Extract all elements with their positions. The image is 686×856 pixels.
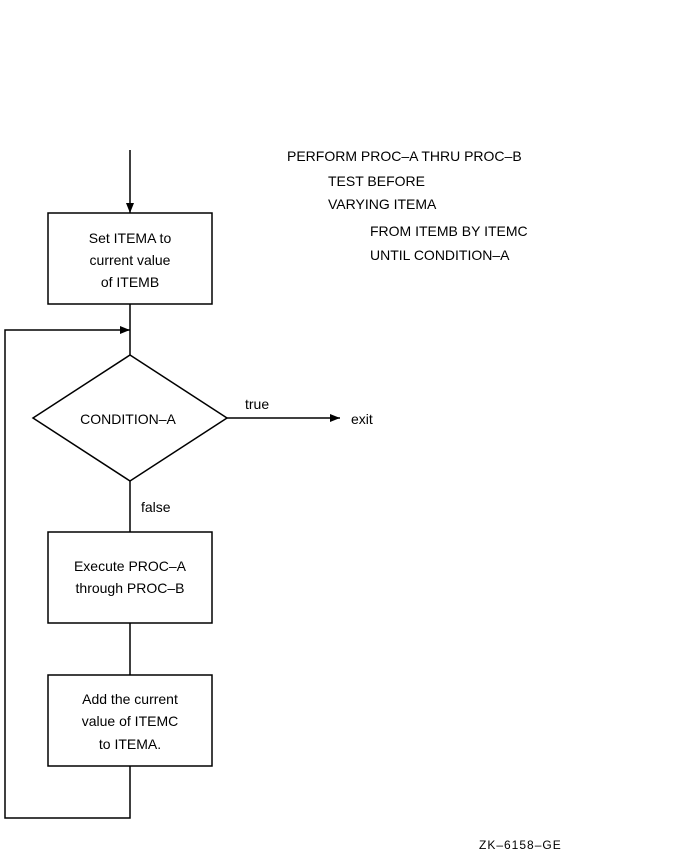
svg-text:to ITEMA.: to ITEMA.	[99, 736, 161, 752]
init-box: Set ITEMA to current value of ITEMB	[47, 212, 213, 305]
code-line: TEST BEFORE	[328, 173, 425, 189]
true-label: true	[245, 396, 269, 412]
svg-text:through PROC–B: through PROC–B	[76, 580, 185, 596]
svg-text:Add the current: Add the current	[82, 691, 178, 707]
code-line: FROM ITEMB BY ITEMC	[370, 223, 528, 239]
svg-text:CONDITION–A: CONDITION–A	[80, 411, 176, 427]
code-line: PERFORM PROC–A THRU PROC–B	[287, 148, 522, 164]
figure-id: ZK–6158–GE	[479, 838, 562, 852]
loop-back-arrow	[4, 326, 131, 819]
svg-text:value of ITEMC: value of ITEMC	[82, 713, 178, 729]
svg-text:current value: current value	[90, 252, 171, 268]
false-label: false	[141, 499, 171, 515]
decision-diamond: CONDITION–A	[31, 354, 229, 482]
exit-label: exit	[351, 411, 373, 427]
code-line: UNTIL CONDITION–A	[370, 247, 510, 263]
code-line: VARYING ITEMA	[328, 196, 437, 212]
svg-text:of ITEMB: of ITEMB	[101, 274, 159, 290]
svg-text:Set ITEMA to: Set ITEMA to	[89, 230, 172, 246]
execute-box: Execute PROC–A through PROC–B	[47, 531, 213, 624]
svg-text:Execute PROC–A: Execute PROC–A	[74, 558, 187, 574]
code-statement: PERFORM PROC–A THRU PROC–B TEST BEFORE V…	[287, 148, 528, 263]
add-box: Add the current value of ITEMC to ITEMA.	[47, 674, 213, 767]
